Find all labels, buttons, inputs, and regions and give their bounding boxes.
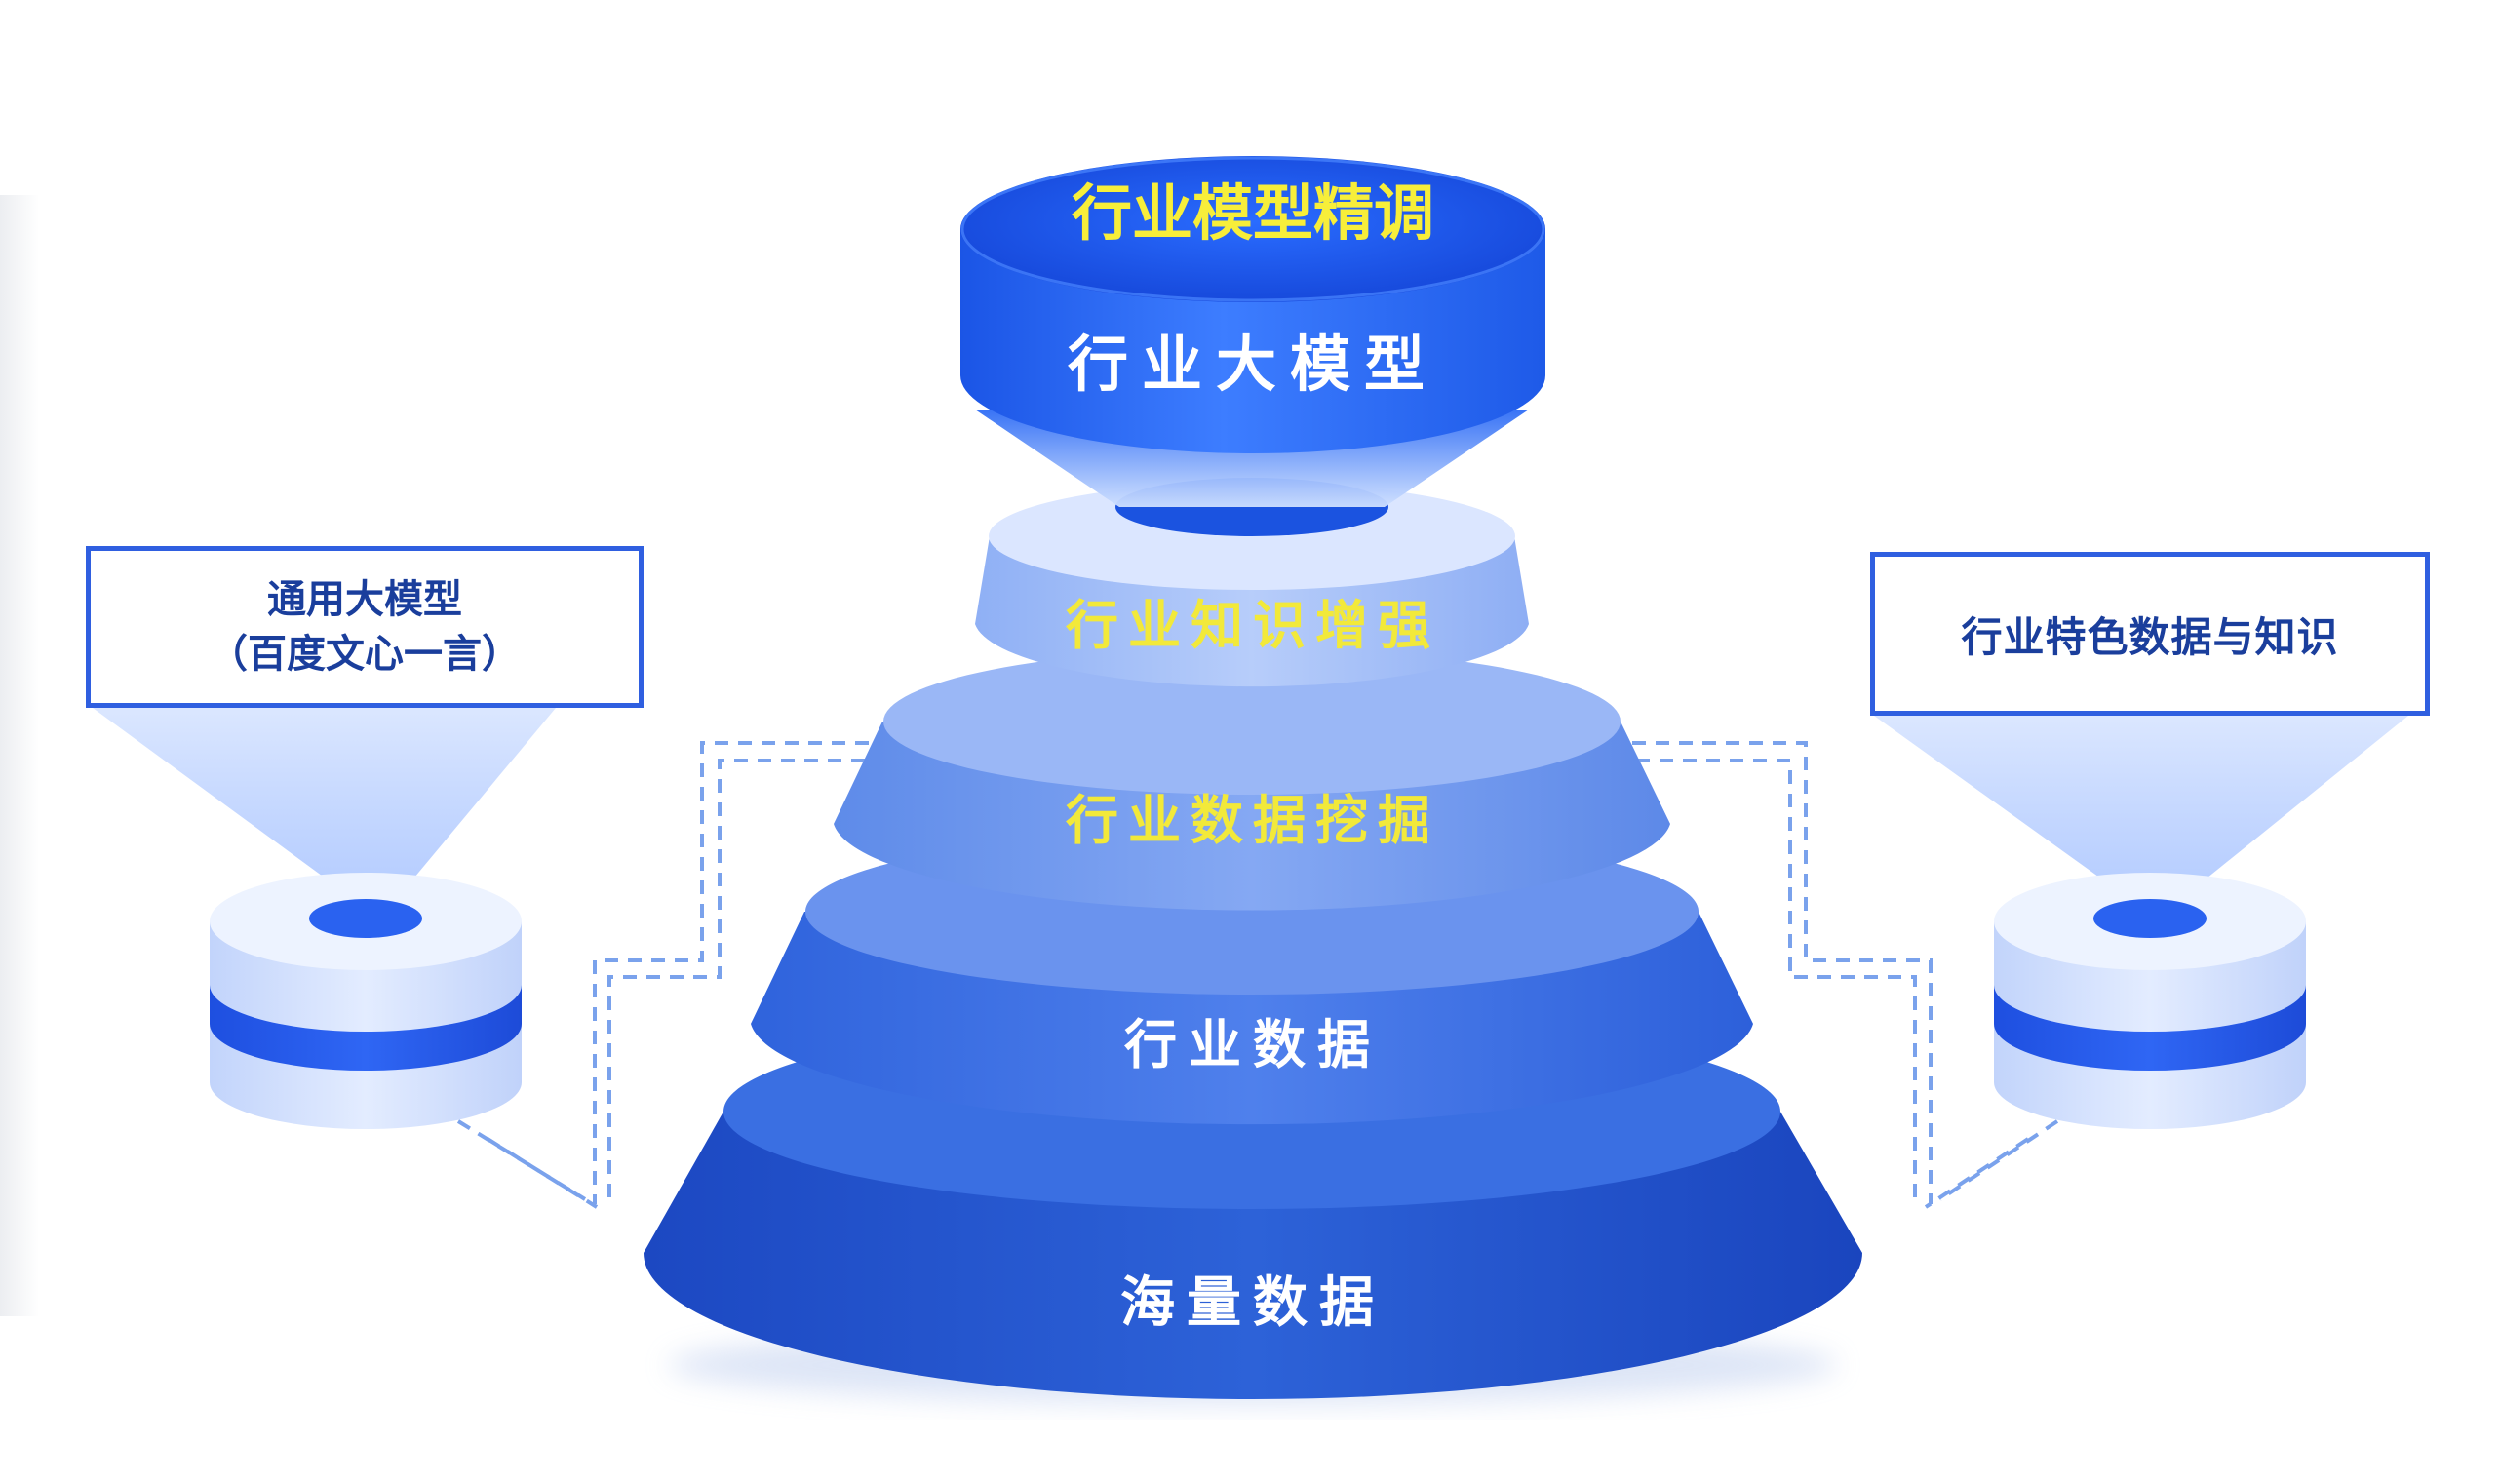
- dashed-connectors: [456, 741, 2059, 1209]
- left-source-line2: （百度文心一言）: [209, 632, 521, 677]
- tier-1-label: 行业知识增强: [1066, 595, 1440, 656]
- right-source-label: 行业特色数据与知识: [1961, 612, 2339, 661]
- top-cylinder: [960, 156, 1545, 453]
- left-connector-diag-1: [456, 1119, 587, 1201]
- top-cylinder-subtitle: 行业大模型: [1068, 329, 1438, 400]
- tier-2-label: 行业数据挖掘: [1066, 790, 1440, 851]
- right-source-box: 行业特色数据与知识: [1870, 552, 2430, 716]
- left-edge-shadow: [0, 195, 39, 1316]
- right-database-icon: [1874, 716, 2408, 1129]
- right-connector-diag-2: [1924, 1137, 2030, 1209]
- left-connector-outer: [593, 741, 892, 1204]
- tier-3-label: 行业数据: [1124, 1014, 1382, 1075]
- top-cylinder-title: 行业模型精调: [1072, 177, 1434, 249]
- left-database-icon: [93, 708, 556, 1129]
- left-source-box: 通用大模型 （百度文心一言）: [86, 546, 644, 708]
- left-source-line1: 通用大模型: [267, 577, 462, 622]
- tier-data-mining: [834, 648, 1670, 911]
- tier-4-label: 海量数据: [1120, 1271, 1386, 1335]
- left-connector-inner: [607, 759, 912, 1204]
- right-connector-inner: [1589, 759, 1917, 1204]
- right-connector-outer: [1609, 741, 1933, 1204]
